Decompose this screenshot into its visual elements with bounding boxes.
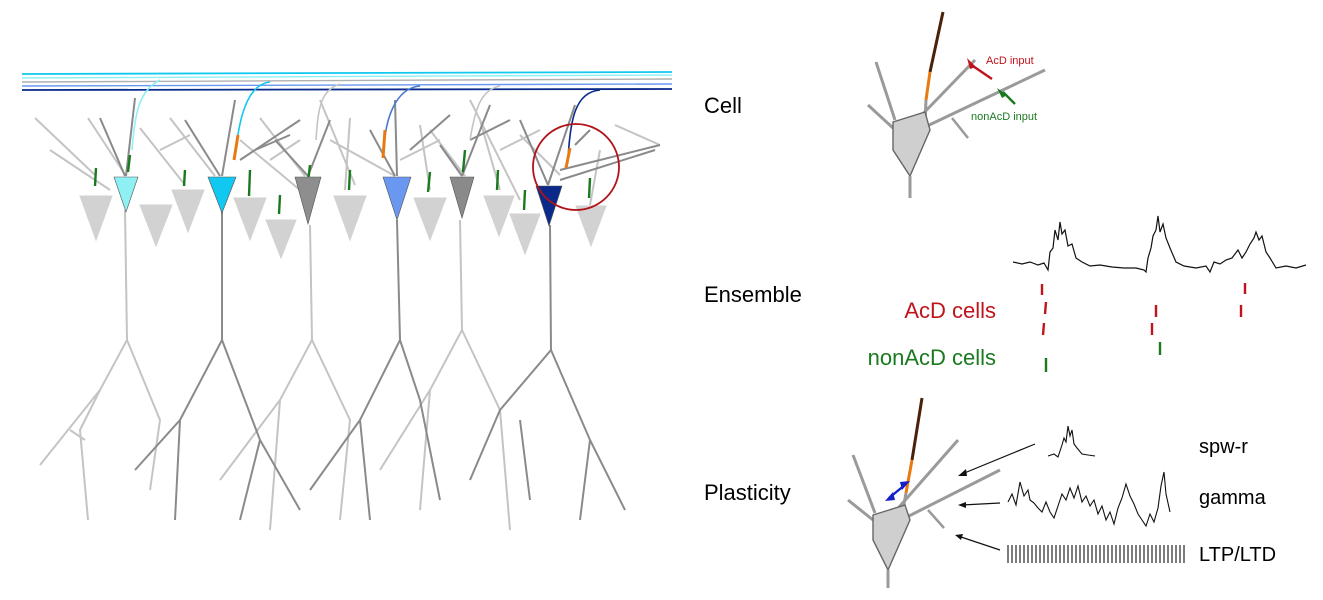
- section-label-plasticity: Plasticity: [704, 480, 791, 505]
- section-label-ensemble: Ensemble: [704, 282, 802, 307]
- green-tufts: [93, 149, 592, 215]
- soma-blue: [382, 176, 412, 221]
- nonacd-input-label: nonAcD input: [971, 111, 1037, 123]
- network-panel: [21, 71, 673, 531]
- gamma-trace: [1007, 471, 1171, 528]
- highlighted-somata: [113, 176, 563, 227]
- nonacd-spike-raster: [1044, 342, 1162, 372]
- dark-apical-dendrites: [99, 97, 661, 186]
- basal-dendrites-light: [39, 209, 511, 531]
- highlight-circle: [532, 123, 620, 211]
- ensemble-trace: [1012, 215, 1307, 274]
- afferent-fibers: [21, 71, 673, 91]
- ltp-ltd-pulse-train: [1007, 545, 1185, 563]
- cell-soma: [892, 111, 931, 178]
- spw-r-trace: [1047, 425, 1096, 458]
- ltp-ltd-label: LTP/LTD: [1199, 544, 1276, 566]
- soma-grey-mid: [449, 176, 475, 220]
- soma-cyan: [207, 176, 237, 214]
- acd-cells-label: AcD cells: [904, 298, 996, 323]
- axon-initial-segments: [232, 129, 572, 169]
- soma-navy: [535, 185, 563, 227]
- soma-grey-dark: [294, 176, 322, 226]
- grey-somata: [79, 189, 607, 260]
- section-label-cell: Cell: [704, 93, 742, 118]
- basal-dendrites-dark: [134, 210, 626, 521]
- soma-cyan-light: [113, 176, 139, 213]
- plasticity-soma: [872, 504, 911, 572]
- gamma-label: gamma: [1199, 487, 1267, 509]
- acd-spike-raster: [1040, 283, 1247, 336]
- cell-diagram: [866, 11, 1046, 198]
- nonacd-cells-label: nonAcD cells: [868, 345, 996, 370]
- spw-r-label: spw-r: [1199, 436, 1248, 458]
- plasticity-cell-diagram: [847, 397, 1036, 588]
- acd-input-label: AcD input: [986, 55, 1034, 67]
